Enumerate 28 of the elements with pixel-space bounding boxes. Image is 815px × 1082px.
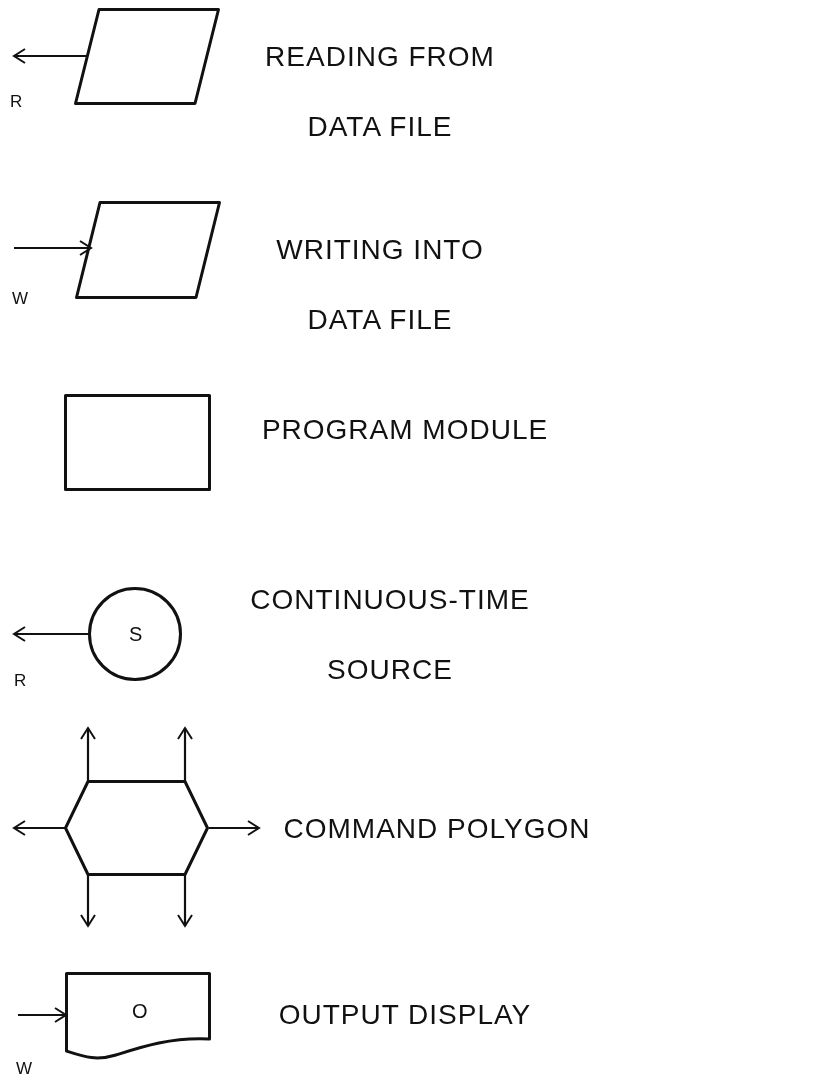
- arrow: [18, 1007, 67, 1023]
- symbol-letter: O: [132, 999, 148, 1022]
- edge-label: R: [10, 93, 23, 111]
- arrow: [13, 626, 88, 642]
- command-polygon: [64, 780, 209, 876]
- arrow: [177, 727, 193, 781]
- data-file-symbol: [74, 8, 220, 105]
- edge-label: W: [16, 1060, 33, 1078]
- data-file-symbol: [75, 201, 221, 299]
- symbol-description: COMMAND POLYGON: [282, 812, 592, 846]
- symbol-description: PROGRAM MODULE: [260, 413, 550, 447]
- arrow: [80, 875, 96, 927]
- edge-label: W: [12, 290, 29, 308]
- arrow: [13, 820, 65, 836]
- symbol-description: OUTPUT DISPLAY: [277, 998, 533, 1032]
- arrow: [80, 727, 96, 781]
- source-circle: [88, 587, 182, 681]
- arrow: [177, 875, 193, 927]
- program-module-box: [64, 394, 211, 491]
- arrow: [13, 48, 88, 64]
- edge-label: R: [14, 672, 27, 690]
- symbol-description: CONTINUOUS-TIME SOURCE: [249, 583, 531, 687]
- arrow: [209, 820, 260, 836]
- symbol-description: WRITING INTO DATA FILE: [275, 233, 485, 337]
- arrow: [14, 240, 92, 256]
- symbol-letter: S: [129, 623, 143, 645]
- symbol-description: READING FROM DATA FILE: [264, 40, 496, 144]
- output-display-symbol: [65, 972, 211, 1059]
